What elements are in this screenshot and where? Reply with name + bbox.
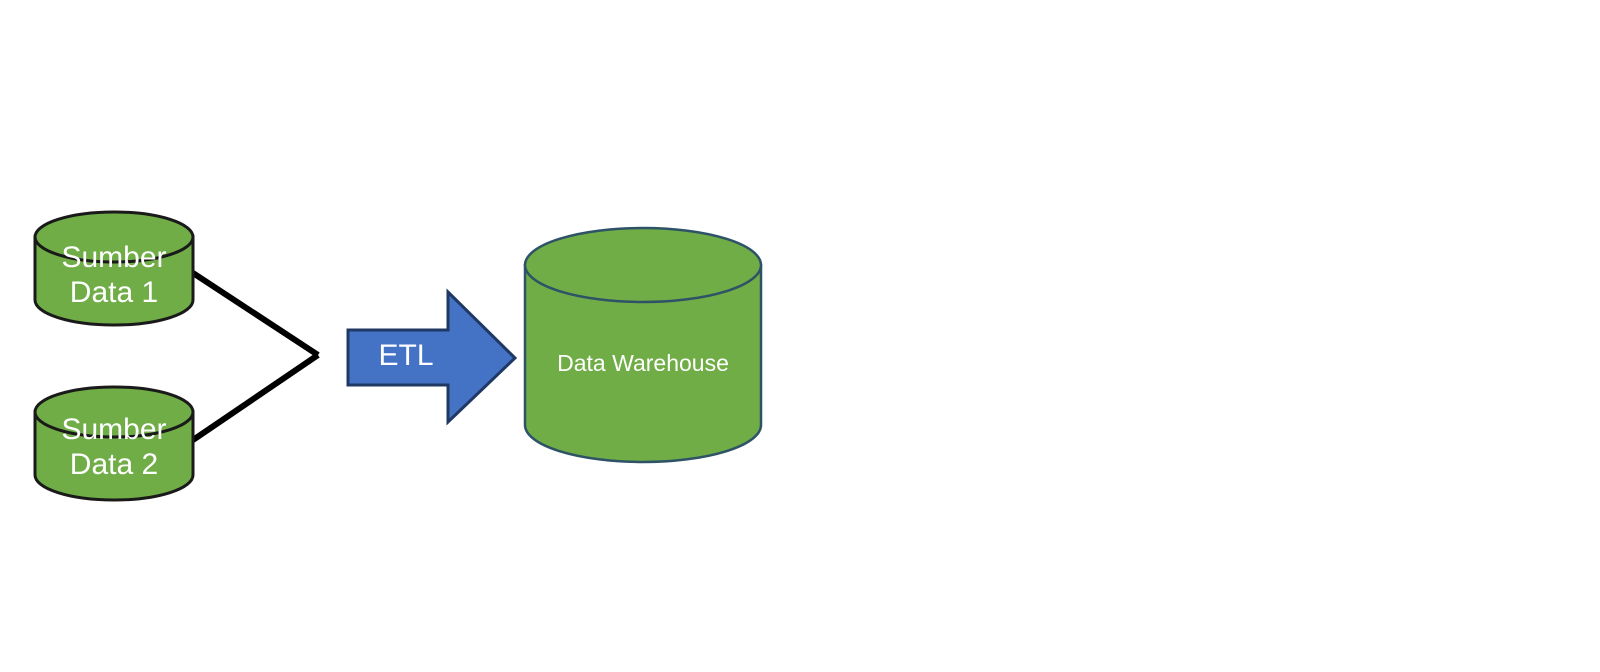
cylinder-source-2[interactable] <box>33 385 195 502</box>
connector-source-1 <box>191 270 320 358</box>
cylinder-data-warehouse[interactable] <box>523 226 763 464</box>
connector-source-2 <box>191 352 320 443</box>
cylinder-source-1[interactable] <box>33 210 195 327</box>
etl-arrow-shape[interactable] <box>346 288 518 426</box>
